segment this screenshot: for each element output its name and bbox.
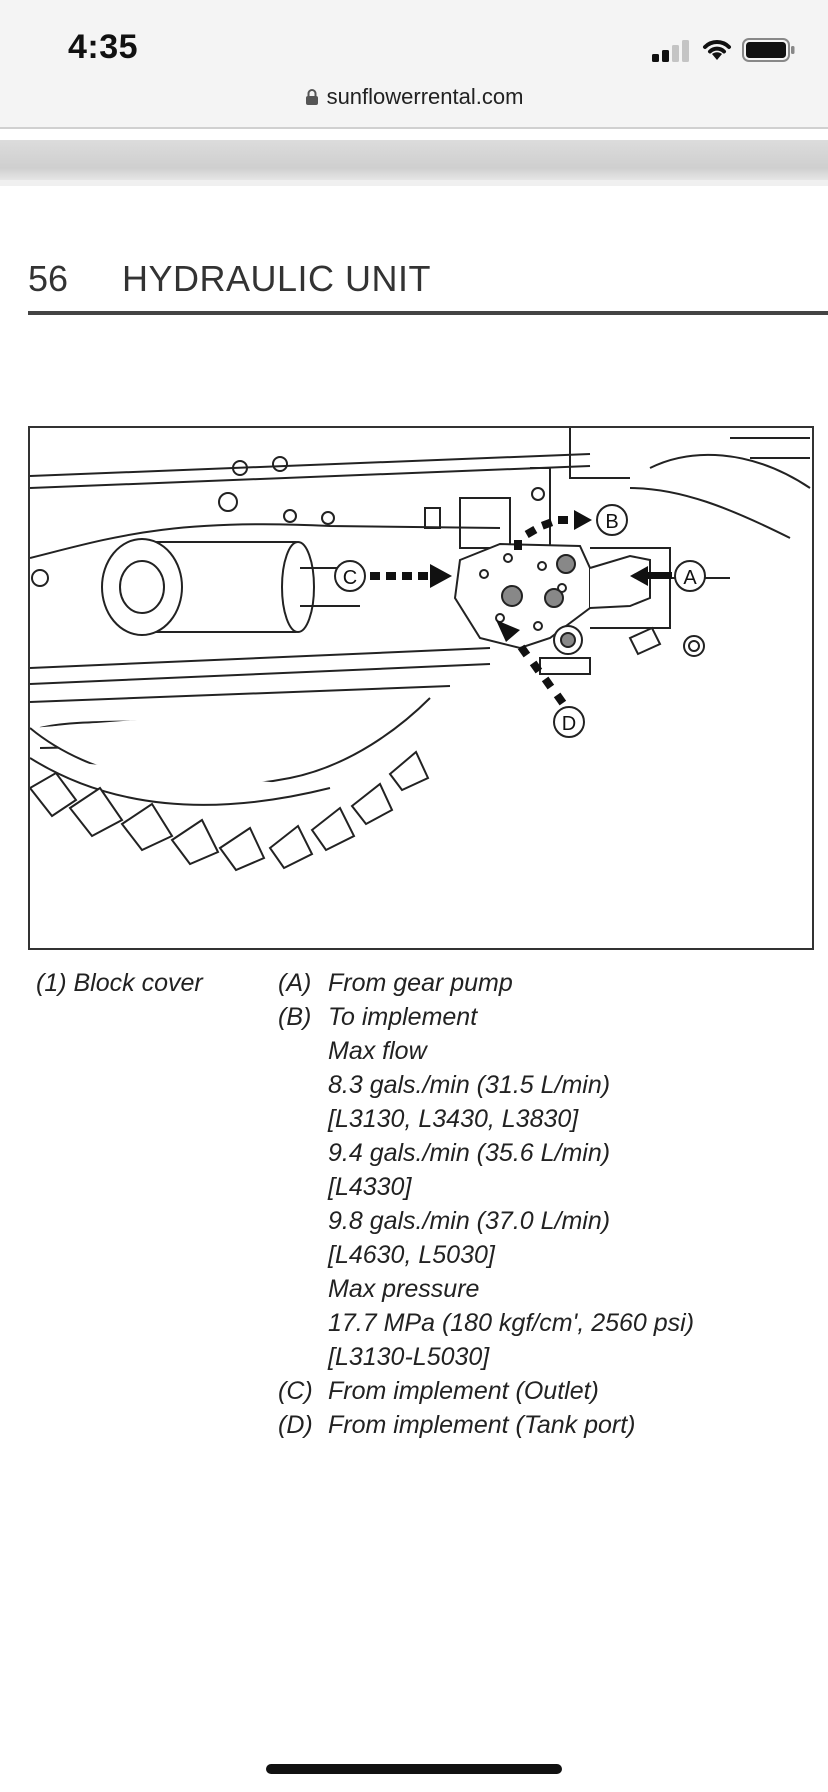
legend-item-text: Max flow — [328, 1037, 427, 1065]
callout-b-label: B — [605, 511, 618, 533]
callout-d-label: D — [562, 713, 576, 735]
pdf-toolbar-edge — [0, 180, 828, 186]
arrow-c — [370, 564, 452, 588]
legend-item-text: From gear pump — [328, 969, 513, 997]
battery-icon — [742, 38, 795, 62]
status-time: 4:35 — [68, 28, 139, 66]
legend-tag: (C) — [278, 1377, 313, 1405]
address-bar[interactable]: sunflowerrental.com — [0, 84, 828, 120]
cellular-signal-icon — [652, 38, 692, 62]
callout-a: A — [674, 560, 706, 592]
lock-icon — [305, 89, 318, 105]
legend-item-text: Max pressure — [328, 1275, 480, 1303]
callout-c: C — [334, 560, 366, 592]
callout-a-label: A — [683, 567, 697, 589]
legend-block-cover: (1) Block cover — [36, 969, 203, 997]
legend-item-text: 17.7 MPa (180 kgf/cm', 2560 psi) — [328, 1309, 695, 1337]
section-title: HYDRAULIC UNIT — [122, 258, 432, 299]
hydraulic-diagram: B A C D — [28, 426, 814, 950]
legend-item-text: [L3130-L5030] — [328, 1343, 490, 1371]
url-text[interactable]: sunflowerrental.com — [326, 84, 524, 109]
pdf-toolbar-band — [0, 140, 828, 180]
legend-item-text: [L3130, L3430, L3830] — [328, 1105, 579, 1133]
legend-item-text: 8.3 gals./min (31.5 L/min) — [328, 1071, 611, 1099]
oil-filter — [101, 538, 360, 636]
legend-item-text: 9.8 gals./min (37.0 L/min) — [328, 1207, 611, 1235]
legend-item-text: [L4330] — [328, 1173, 412, 1201]
bolts — [31, 456, 705, 657]
status-bar: 4:35 sunflowerrental.com — [0, 0, 828, 128]
legend-tag: (B) — [278, 1003, 312, 1031]
legend-item-text: From implement (Outlet) — [328, 1377, 599, 1405]
callout-c-label: C — [343, 567, 357, 589]
callout-b: B — [596, 504, 628, 536]
page-number: 56 — [28, 258, 69, 299]
legend-tag: (D) — [278, 1411, 313, 1439]
heading-rule — [28, 311, 828, 315]
wifi-icon — [703, 40, 731, 60]
callout-d: D — [553, 706, 585, 738]
home-indicator[interactable] — [266, 1764, 562, 1774]
legend-item-text: To implement — [328, 1003, 478, 1031]
hydraulic-block — [453, 542, 730, 675]
arrow-a — [630, 566, 672, 586]
tire — [30, 697, 431, 872]
status-divider — [0, 127, 828, 129]
legend-item-text: [L4630, L5030] — [328, 1241, 495, 1269]
legend-tag: (A) — [278, 969, 312, 997]
arrow-b — [514, 510, 592, 550]
legend-item-text: From implement (Tank port) — [328, 1411, 636, 1439]
frame-lines — [30, 428, 811, 749]
legend-item-text: 9.4 gals./min (35.6 L/min) — [328, 1139, 611, 1167]
arrow-d — [496, 620, 567, 706]
